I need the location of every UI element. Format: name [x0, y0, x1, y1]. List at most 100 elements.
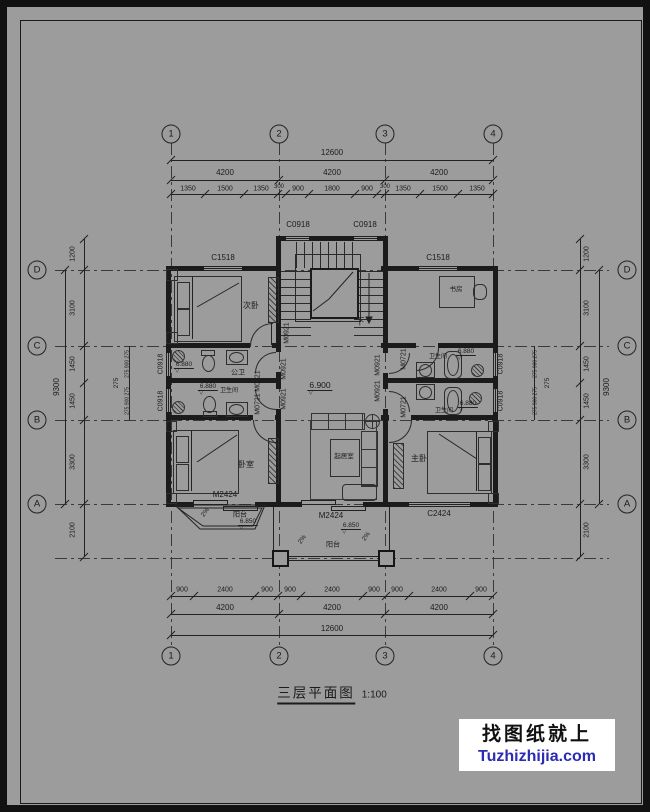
dim-line — [84, 239, 85, 557]
window-c2424 — [409, 502, 470, 507]
level-triangle-icon: ▽ — [341, 529, 347, 535]
dim-text: 2400 — [431, 586, 447, 594]
column — [272, 550, 289, 567]
wall-segment — [166, 415, 253, 420]
sink — [419, 364, 432, 377]
level-marker: 6.880▽ — [197, 383, 219, 396]
dim-text: 2400 — [217, 586, 233, 594]
level-value: 6.880 — [173, 361, 195, 369]
wall-segment — [383, 409, 388, 507]
dim-line — [171, 194, 493, 195]
window-c0918 — [286, 236, 309, 241]
pillow — [478, 437, 491, 464]
plant — [471, 364, 484, 377]
level-marker: 6.880▽ — [455, 348, 477, 361]
dim-text: 900 — [292, 185, 304, 193]
dim-text: 2400 — [324, 586, 340, 594]
room-label-master: 主卧 — [411, 454, 427, 463]
room-label-bath: 卫生间 — [219, 388, 239, 394]
wall-segment — [166, 266, 171, 353]
nightstand — [166, 332, 178, 344]
wall-segment — [276, 236, 281, 271]
level-triangle-icon: ▽ — [198, 390, 204, 396]
tag-c0918: C0918 — [157, 390, 165, 412]
plant — [172, 350, 185, 363]
balcony-rail — [389, 507, 390, 556]
axis-bubble-b: B — [27, 410, 47, 430]
dim-line — [65, 270, 66, 504]
tag-m2424: M2424 — [212, 490, 238, 499]
room-label-living: 起居室 — [334, 452, 354, 460]
tag-m0921: M0921 — [283, 322, 291, 344]
tag-c0918: C0918 — [157, 353, 165, 375]
dim-text: 300 — [273, 184, 285, 190]
dim-text: 4200 — [430, 603, 448, 612]
level-marker: 6.850▽ — [340, 522, 362, 535]
balcony-rail — [273, 507, 274, 556]
tag-m0721: M0721 — [400, 348, 408, 370]
wall-segment — [275, 415, 281, 420]
plant — [469, 392, 482, 405]
sink-counter — [226, 402, 248, 417]
level-triangle-icon: ▽ — [456, 355, 462, 361]
pillow — [177, 309, 190, 336]
wall-segment — [470, 502, 498, 507]
wall-segment — [438, 343, 498, 348]
dim-line — [171, 635, 493, 636]
grid-line-col-3 — [385, 143, 386, 647]
dim-text: 900 — [261, 586, 273, 594]
toilet — [202, 355, 215, 372]
wall-segment — [166, 343, 250, 348]
wall-segment — [276, 236, 286, 241]
tag-c1518: C1518 — [211, 253, 235, 262]
dim-text: 4200 — [430, 168, 448, 177]
level-marker: 6.900▽ — [307, 381, 333, 396]
sliding-door-m2424 — [331, 506, 366, 511]
level-triangle-icon: ▽ — [238, 525, 244, 531]
level-marker: 6.880▽ — [173, 361, 195, 374]
coffee-table — [330, 439, 360, 477]
dim-line — [171, 180, 493, 181]
wall-segment — [381, 266, 419, 271]
window-c0918 — [354, 236, 377, 241]
column-symbol — [365, 414, 380, 429]
bed-line — [191, 431, 192, 491]
drawing-scale: 1:100 — [361, 689, 387, 701]
level-triangle-icon: ▽ — [458, 407, 464, 413]
tag-m0721: M0721 — [254, 393, 262, 415]
bed-line — [476, 432, 477, 491]
axis-bubble-d: D — [27, 260, 47, 280]
wall-segment — [493, 412, 498, 507]
door-leaf — [271, 323, 272, 345]
dim-text: 4200 — [323, 168, 341, 177]
wall-segment — [383, 236, 388, 271]
level-value: 6.850 — [237, 518, 259, 526]
balcony-edge-line — [55, 558, 609, 559]
sink — [229, 352, 244, 363]
stair-treads-left — [281, 271, 311, 341]
tag-c1518: C1518 — [426, 253, 450, 262]
drawing-title-text: 三层平面图 — [277, 682, 355, 705]
watermark-site-url: Tuzhizhijia.com — [478, 747, 596, 765]
axis-bubble-2: 2 — [269, 646, 289, 666]
watermark: 找图纸就上 Tuzhizhijia.com — [459, 719, 615, 771]
axis-bubble-a: A — [27, 494, 47, 514]
pillow — [177, 282, 190, 309]
dim-text: 300 — [379, 184, 391, 190]
dim-line — [129, 346, 130, 420]
dim-line — [171, 614, 493, 615]
level-triangle-icon: ▽ — [308, 390, 313, 396]
balcony-rail — [273, 560, 390, 561]
room-label-bath: 卫生间 — [434, 408, 454, 414]
sofa — [311, 413, 365, 430]
axis-bubble-1: 1 — [161, 646, 181, 666]
bed — [427, 431, 492, 494]
dim-text: 900 — [475, 586, 487, 594]
dim-line — [171, 596, 493, 597]
bed — [174, 276, 242, 342]
nightstand — [488, 421, 499, 432]
plant — [172, 401, 185, 414]
bathtub — [444, 351, 462, 379]
wall-segment — [411, 415, 498, 420]
